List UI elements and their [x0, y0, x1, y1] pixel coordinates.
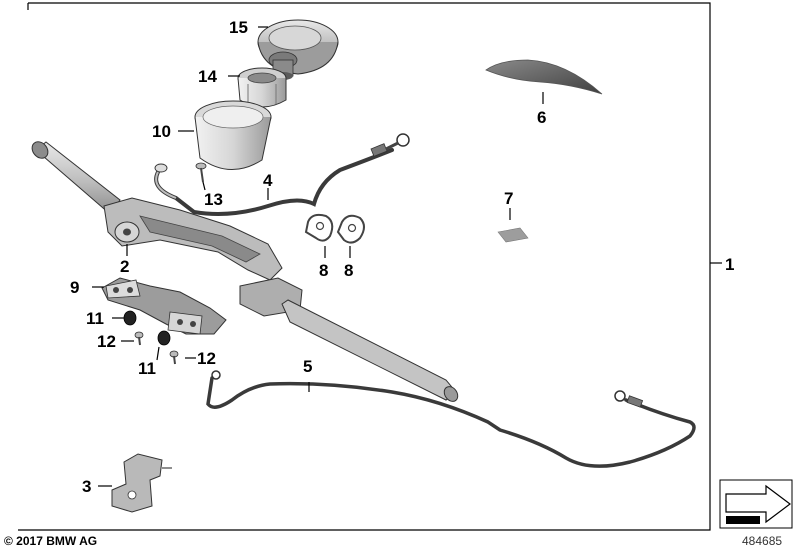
part-12-screw-right [169, 350, 179, 365]
callout-5: 5 [303, 357, 312, 376]
callout-15: 15 [229, 18, 248, 37]
part-14-bushing [237, 67, 287, 108]
part-13-screw [195, 162, 207, 183]
part-9-bracket [101, 277, 227, 335]
part-8-clip-left [304, 213, 334, 242]
callout-3: 3 [82, 477, 91, 496]
callout-8-left: 8 [319, 261, 328, 280]
callout-8-right: 8 [344, 261, 353, 280]
copyright-notice: © 2017 BMW AG [4, 534, 98, 548]
part-7-sticker [497, 227, 529, 243]
leader-lines [92, 26, 722, 487]
part-4-hose [154, 133, 410, 216]
callout-9: 9 [70, 278, 79, 297]
callout-2: 2 [120, 257, 129, 276]
arrow-navigation-icon[interactable] [719, 479, 793, 529]
part-11-bush-lower [157, 330, 171, 346]
callout-13: 13 [204, 190, 223, 209]
frame-border [18, 2, 711, 531]
part-15-cover [257, 19, 339, 80]
callout-4: 4 [263, 171, 273, 190]
callout-11-upper: 11 [86, 309, 104, 328]
part-6-cover-plate [485, 59, 603, 95]
callout-12-right: 12 [197, 349, 216, 368]
part-8-clip-right [336, 214, 365, 244]
part-10-cup [194, 100, 272, 170]
callout-7: 7 [504, 189, 513, 208]
callout-1: 1 [725, 255, 734, 274]
image-number: 484685 [742, 534, 783, 548]
part-2-handlebar [31, 141, 459, 402]
callout-labels: 1 2 3 4 5 6 7 8 8 9 10 11 11 12 12 13 14… [70, 18, 734, 496]
part-12-screw-left [134, 331, 144, 346]
callout-12-left: 12 [97, 332, 116, 351]
part-3-mount-plate [111, 453, 172, 513]
callout-6: 6 [537, 108, 546, 127]
callout-11-lower: 11 [138, 359, 156, 378]
part-5-hose [206, 370, 696, 468]
part-11-bush-upper [123, 310, 137, 326]
callout-14: 14 [198, 67, 217, 86]
callout-10: 10 [152, 122, 171, 141]
